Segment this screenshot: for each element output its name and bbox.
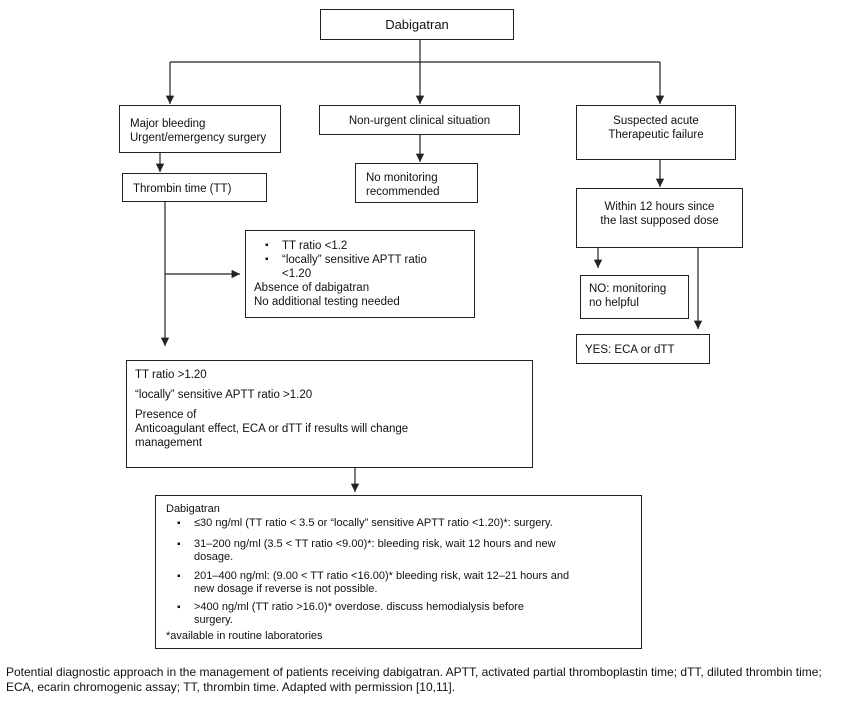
thrombin-time-box: Thrombin time (TT) (122, 173, 267, 202)
major-bleeding-line1: Major bleeding (130, 118, 206, 130)
absence-bullet-tt: TT ratio <1.2 (254, 239, 466, 253)
presence-line2: “locally” sensitive APTT ratio >1.20 (135, 389, 313, 401)
levels-footnote: *available in routine laboratories (166, 630, 323, 642)
absence-line3: Absence of dabigatran (254, 282, 370, 294)
dabigatran-root-box: Dabigatran (320, 9, 514, 40)
no-helpful-box: NO: monitoring no helpful (580, 275, 689, 319)
level-item-overdose: >400 ng/ml (TT ratio >16.0)* overdose. d… (166, 601, 633, 627)
presence-line3: Presence of (135, 409, 197, 421)
no-monitoring-line1: No monitoring (366, 172, 438, 184)
major-bleeding-line2: Urgent/emergency surgery (130, 132, 267, 144)
thrombin-time-label: Thrombin time (TT) (133, 183, 232, 195)
non-urgent-box: Non-urgent clinical situation (319, 105, 520, 135)
suspected-line2: Therapeutic failure (608, 129, 704, 141)
no-helpful-line2: no helpful (589, 297, 639, 309)
absence-line4: No additional testing needed (254, 296, 400, 308)
presence-of-anticoagulant-box: TT ratio >1.20 “locally” sensitive APTT … (126, 360, 533, 468)
suspected-failure-box: Suspected acute Therapeutic failure (576, 105, 736, 160)
suspected-line1: Suspected acute (613, 115, 699, 127)
within-12-hours-box: Within 12 hours since the last supposed … (576, 188, 743, 248)
level-item-wait-12-21: 201–400 ng/ml: (9.00 < TT ratio <16.00)*… (166, 570, 633, 596)
level-item-wait-12: 31–200 ng/ml (3.5 < TT ratio <9.00)*: bl… (166, 538, 633, 564)
presence-line4: Anticoagulant effect, ECA or dTT if resu… (135, 423, 409, 435)
absence-criteria-list: TT ratio <1.2 “locally” sensitive APTT r… (254, 239, 466, 281)
levels-list: ≤30 ng/ml (TT ratio < 3.5 or “locally” s… (166, 517, 633, 627)
dabigatran-levels-box: Dabigatran ≤30 ng/ml (TT ratio < 3.5 or … (155, 495, 642, 649)
root-label: Dabigatran (385, 17, 449, 32)
figure-caption: Potential diagnostic approach in the man… (6, 665, 822, 694)
within12-line1: Within 12 hours since (604, 201, 715, 213)
non-urgent-label: Non-urgent clinical situation (348, 115, 491, 127)
level-item-surgery: ≤30 ng/ml (TT ratio < 3.5 or “locally” s… (166, 517, 633, 530)
no-helpful-line1: NO: monitoring (589, 283, 667, 295)
major-bleeding-box: Major bleeding Urgent/emergency surgery (119, 105, 281, 153)
levels-title: Dabigatran (166, 503, 220, 515)
absence-bullet-aptt: “locally” sensitive APTT ratio <1.20 (254, 253, 466, 281)
yes-eca-box: YES: ECA or dTT (576, 334, 710, 364)
presence-line1: TT ratio >1.20 (135, 369, 207, 381)
within12-line2: the last supposed dose (600, 215, 719, 227)
presence-line5: management (135, 437, 203, 449)
no-monitoring-line2: recommended (366, 186, 440, 198)
absence-of-dabigatran-box: TT ratio <1.2 “locally” sensitive APTT r… (245, 230, 475, 318)
no-monitoring-box: No monitoring recommended (355, 163, 478, 203)
yes-eca-label: YES: ECA or dTT (585, 344, 675, 356)
